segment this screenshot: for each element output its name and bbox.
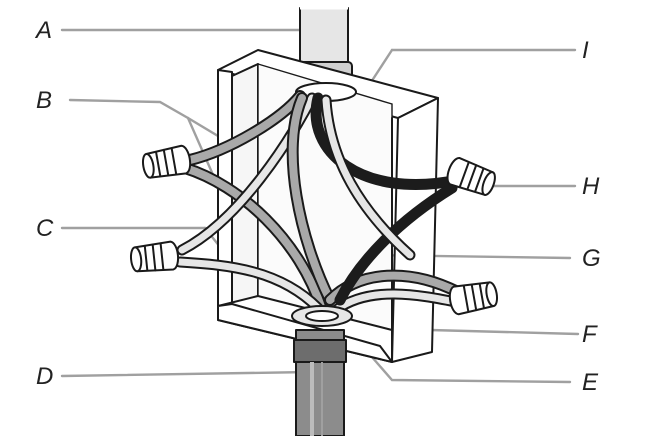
label-b: B bbox=[36, 87, 52, 114]
label-c: C bbox=[36, 215, 54, 242]
wires bbox=[174, 90, 464, 316]
label-g: G bbox=[582, 245, 601, 272]
leader-b bbox=[68, 98, 190, 120]
wire-nut-right-upper bbox=[446, 157, 496, 196]
label-d: D bbox=[36, 363, 53, 390]
label-e: E bbox=[582, 369, 599, 396]
label-i: I bbox=[582, 37, 589, 64]
leader-f bbox=[428, 328, 580, 336]
label-a: A bbox=[34, 17, 52, 44]
leader-d bbox=[60, 370, 312, 378]
wire-nut-left-upper bbox=[141, 144, 192, 179]
callout-labels: A B C D I H G F E bbox=[34, 17, 601, 396]
label-h: H bbox=[582, 173, 600, 200]
label-f: F bbox=[582, 321, 598, 348]
wire-g-black bbox=[334, 182, 458, 306]
bottom-cable bbox=[291, 305, 353, 436]
wire-nut-left-lower bbox=[129, 240, 180, 273]
wire-nut-right-lower bbox=[448, 281, 499, 316]
wire-connectors bbox=[129, 144, 499, 316]
